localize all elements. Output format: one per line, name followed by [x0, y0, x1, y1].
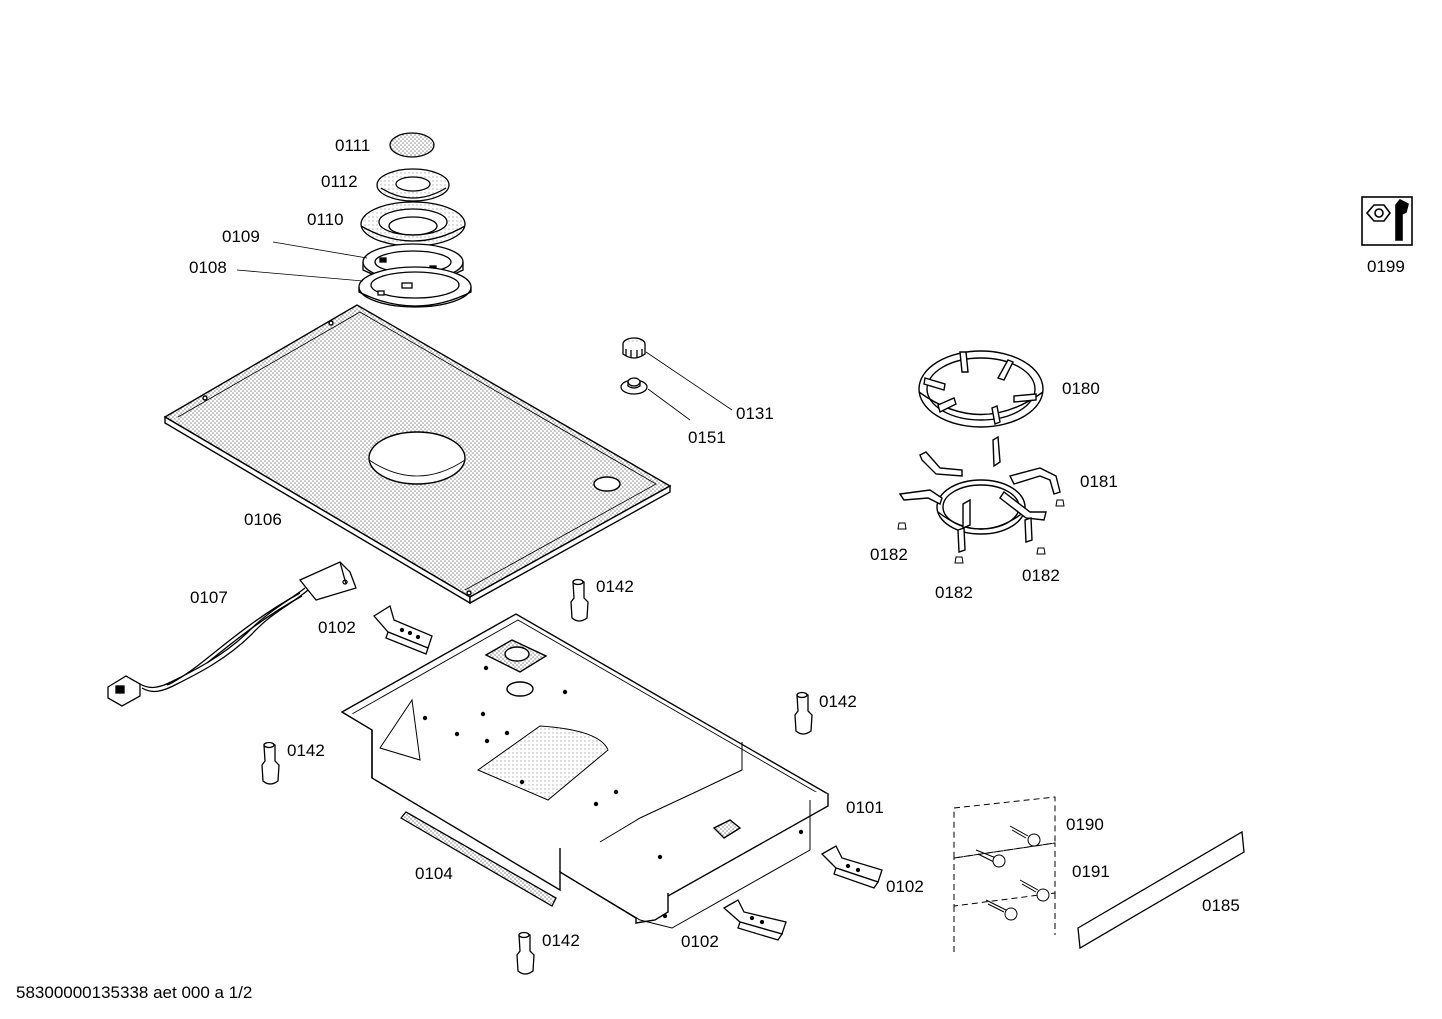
label-0199: 0199: [1367, 257, 1405, 276]
label-0182-left: 0182: [870, 545, 908, 564]
label-0112: 0112: [321, 172, 358, 191]
label-0110: 0110: [307, 210, 344, 229]
label-0142-top: 0142: [596, 577, 634, 596]
label-0142-left: 0142: [287, 741, 325, 760]
burner-crown-0112: [376, 168, 450, 202]
burner-mount-plate-0108: [358, 266, 472, 308]
foot-0142b: [794, 691, 813, 735]
hob-top-plate-0106: [163, 304, 672, 605]
label-strip-0185: [1077, 830, 1245, 950]
pan-support-ring-0180: [918, 350, 1044, 428]
control-knob-0131: [622, 337, 646, 359]
label-0102-upper: 0102: [318, 618, 356, 637]
foot-0142d: [516, 931, 535, 975]
burner-cap-0111: [389, 132, 435, 158]
burner-ring-0110: [360, 201, 466, 247]
foot-0142c: [261, 741, 280, 785]
pan-support-legs-0181: [898, 435, 1061, 553]
burner-leader-lines: [236, 241, 368, 282]
clamp-bracket-0102c: [722, 899, 787, 941]
clamp-bracket-0102a: [373, 604, 433, 655]
knob-leader-lines: [645, 351, 733, 421]
label-0151: 0151: [688, 428, 726, 447]
screws-0182: [897, 499, 1065, 564]
label-0182-center: 0182: [935, 583, 973, 602]
label-0104: 0104: [415, 864, 453, 883]
document-id-footer: 58300000135338 aet 000 a 1/2: [16, 983, 253, 1002]
label-0108: 0108: [189, 258, 227, 277]
label-0107: 0107: [190, 588, 228, 607]
label-0180: 0180: [1062, 379, 1100, 398]
label-0191: 0191: [1072, 862, 1110, 881]
label-0190: 0190: [1066, 815, 1104, 834]
label-0106: 0106: [244, 510, 282, 529]
label-0131: 0131: [736, 404, 774, 423]
label-0101: 0101: [846, 798, 884, 817]
foot-0142a: [570, 578, 589, 622]
label-0142-bottom: 0142: [542, 931, 580, 950]
label-0109: 0109: [222, 227, 260, 246]
wrench-nut-icon: [1361, 196, 1413, 246]
label-0102-right: 0102: [886, 877, 924, 896]
label-0182-right: 0182: [1022, 566, 1060, 585]
label-0181: 0181: [1080, 472, 1118, 491]
seal-strip-0104: [400, 811, 557, 907]
knob-ring-0151: [620, 377, 648, 395]
label-0142-right: 0142: [819, 692, 857, 711]
power-cord-0107: [107, 561, 357, 707]
screw-set-0190-0191: [953, 796, 1056, 955]
label-0111: 0111: [335, 136, 371, 155]
clamp-bracket-0102b: [820, 845, 883, 889]
housing-tray-0101: [340, 613, 830, 929]
label-0185: 0185: [1202, 896, 1240, 915]
label-0102-lower: 0102: [681, 932, 719, 951]
